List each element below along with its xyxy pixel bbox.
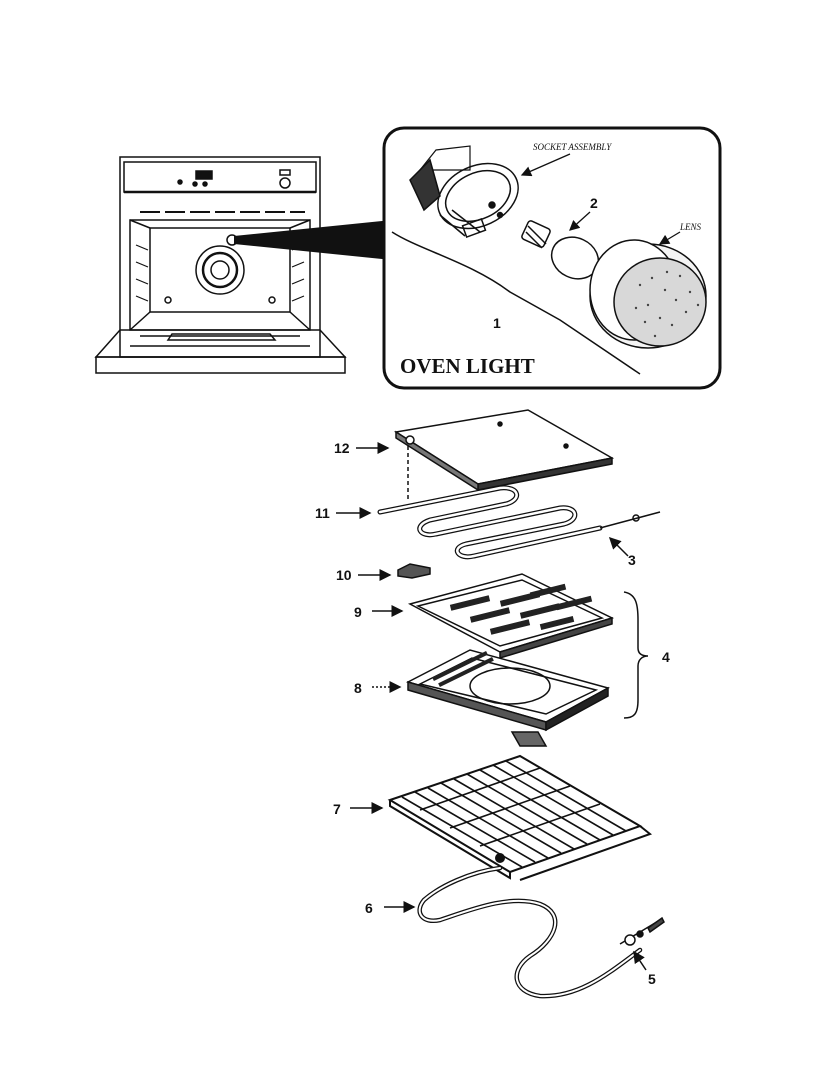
light-bulb-drawing [521,220,600,280]
oven-light-title: OVEN LIGHT [400,354,535,378]
assembly-callout: 1 [493,315,501,331]
socket-assembly-drawing [409,145,519,239]
callout-7: 7 [333,801,341,817]
callout-3: 3 [628,552,636,568]
part-12-broil-cover [393,409,615,500]
part-6-bake-element [417,865,643,999]
callout-11: 11 [315,505,330,521]
part-7-oven-rack [387,754,653,881]
callout-6: 6 [365,900,373,916]
part-10-clip [397,563,431,579]
part-5-sensor [619,916,665,946]
oven-light-inset: SOCKET ASSEMBLY 2 LENS 1 [382,126,722,390]
wall-oven-illustration [94,156,347,374]
callout-12: 12 [334,440,350,456]
part-9-broiler-grid [407,573,615,660]
zoom-pointer [234,220,392,260]
lens-drawing [589,239,707,349]
callout-10: 10 [336,567,352,583]
bulb-callout: 2 [590,195,598,211]
socket-assembly-label: SOCKET ASSEMBLY [533,142,612,152]
lens-label: LENS [679,222,702,232]
callout-4: 4 [662,649,670,665]
callout-5: 5 [648,971,656,987]
callout-9: 9 [354,604,362,620]
callout-8: 8 [354,680,362,696]
bracket-4 [623,591,649,719]
part-8-broiler-pan [405,649,610,747]
